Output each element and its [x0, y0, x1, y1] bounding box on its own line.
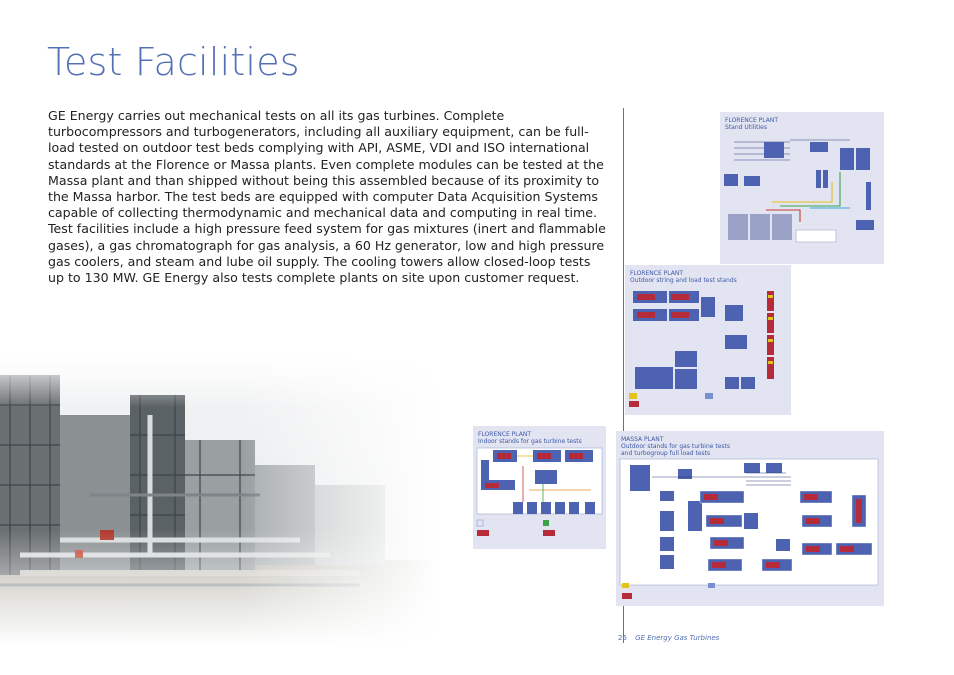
intro-paragraph: GE Energy carries out mechanical tests o…	[48, 108, 606, 286]
diagram-massa-plant: MASSA PLANT Outdoor stands for gas turbi…	[616, 431, 884, 606]
diagram-plant-label: MASSA PLANT	[621, 436, 664, 443]
footer-brand: GE Energy Gas Turbines	[635, 634, 720, 642]
diagram-caption: Stand Utilities	[725, 124, 767, 131]
diagram-plant-label: FLORENCE PLANT	[478, 431, 531, 438]
diagram-caption: Indoor stands for gas turbine tests	[478, 438, 582, 445]
diagram-caption-2: and turbogroup full load tests	[621, 450, 711, 457]
diagram-indoor-stands: FLORENCE PLANT Indoor stands for gas tur…	[473, 426, 606, 549]
page-number: 25	[618, 634, 627, 642]
diagram-plant-label: FLORENCE PLANT	[630, 270, 683, 277]
diagram-outdoor-stands: FLORENCE PLANT Outdoor string and load t…	[625, 265, 791, 415]
test-facility-photo	[0, 355, 440, 645]
page-title: Test Facilities	[47, 40, 300, 84]
diagram-stand-utilities: FLORENCE PLANT Stand Utilities	[720, 112, 884, 264]
page-footer: 25 GE Energy Gas Turbines	[618, 634, 719, 642]
divider-line	[623, 108, 624, 643]
diagram-plant-label: FLORENCE PLANT	[725, 117, 778, 124]
diagram-caption: Outdoor string and load test stands	[630, 277, 737, 284]
diagram-caption: Outdoor stands for gas turbine tests	[621, 443, 731, 450]
